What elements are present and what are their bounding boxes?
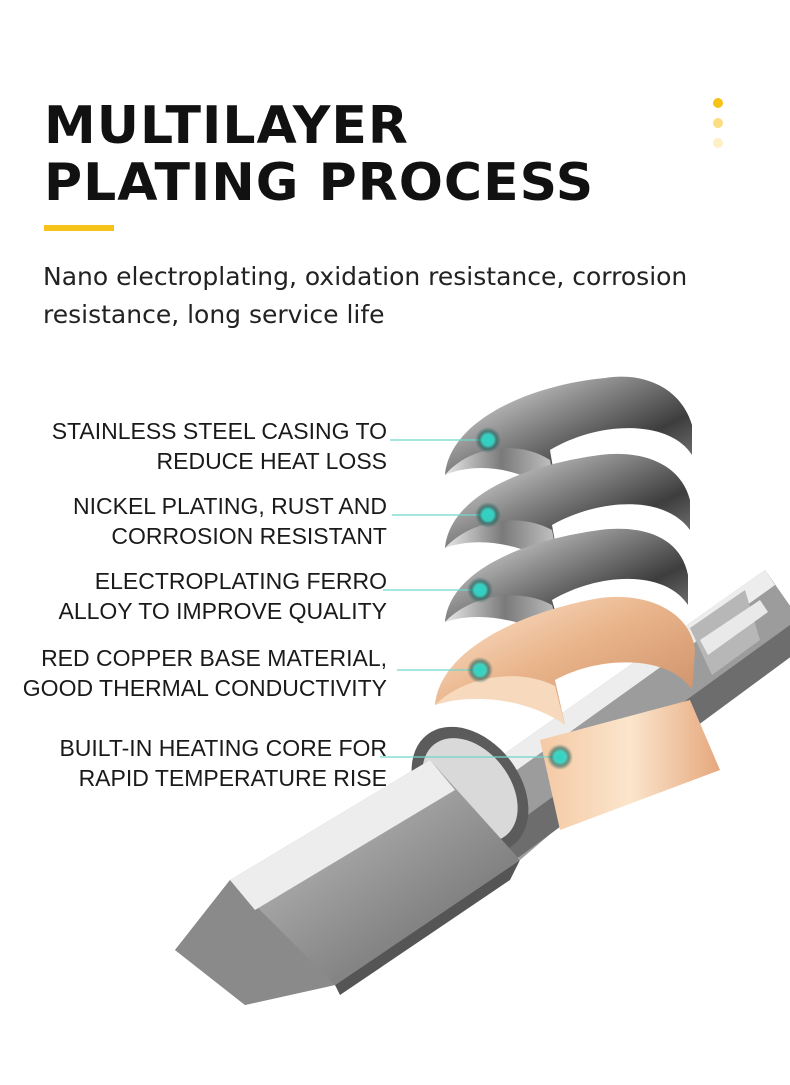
- label-ferro-alloy: ELECTROPLATING FERRO ALLOY TO IMPROVE QU…: [58, 566, 387, 626]
- marker-icon: [475, 427, 501, 453]
- label-line: ALLOY TO IMPROVE QUALITY: [58, 598, 387, 624]
- leader-lines: [380, 439, 560, 758]
- label-heating-core: BUILT-IN HEATING CORE FOR RAPID TEMPERAT…: [59, 733, 387, 793]
- label-line: NICKEL PLATING, RUST AND: [73, 493, 387, 519]
- layer-nickel-plating: [445, 453, 690, 570]
- label-line: STAINLESS STEEL CASING TO: [51, 418, 387, 444]
- marker-icon: [547, 744, 573, 770]
- layer-markers: [467, 427, 573, 770]
- decorative-dots-icon: [713, 98, 725, 150]
- layer-copper-base: [435, 596, 695, 725]
- tip-shaft: [175, 570, 790, 1005]
- title-accent-bar: [44, 225, 114, 231]
- soldering-tip-illustration: [175, 376, 790, 1005]
- label-line: ELECTROPLATING FERRO: [94, 568, 387, 594]
- page-subtitle: Nano electroplating, oxidation resistanc…: [43, 262, 688, 329]
- marker-icon: [467, 657, 493, 683]
- layer-ferro-alloy: [445, 528, 688, 645]
- label-copper-base: RED COPPER BASE MATERIAL, GOOD THERMAL C…: [23, 643, 387, 703]
- dot-icon: [713, 118, 723, 128]
- page-title: MULTILAYER PLATING PROCESS: [44, 98, 594, 212]
- marker-icon: [475, 502, 501, 528]
- label-line: CORROSION RESISTANT: [111, 523, 387, 549]
- label-line: BUILT-IN HEATING CORE FOR: [59, 735, 387, 761]
- label-stainless-casing: STAINLESS STEEL CASING TO REDUCE HEAT LO…: [52, 416, 387, 476]
- layer-stainless-casing: [445, 376, 692, 498]
- label-line: REDUCE HEAT LOSS: [156, 448, 387, 474]
- label-nickel-plating: NICKEL PLATING, RUST AND CORROSION RESIS…: [73, 491, 387, 551]
- label-line: GOOD THERMAL CONDUCTIVITY: [22, 675, 387, 701]
- label-line: RAPID TEMPERATURE RISE: [78, 765, 387, 791]
- title-line-2: PLATING PROCESS: [44, 153, 595, 213]
- marker-icon: [467, 577, 493, 603]
- dot-icon: [713, 138, 723, 148]
- label-line: RED COPPER BASE MATERIAL,: [41, 645, 387, 671]
- title-line-1: MULTILAYER: [44, 96, 409, 156]
- dot-icon: [713, 98, 723, 108]
